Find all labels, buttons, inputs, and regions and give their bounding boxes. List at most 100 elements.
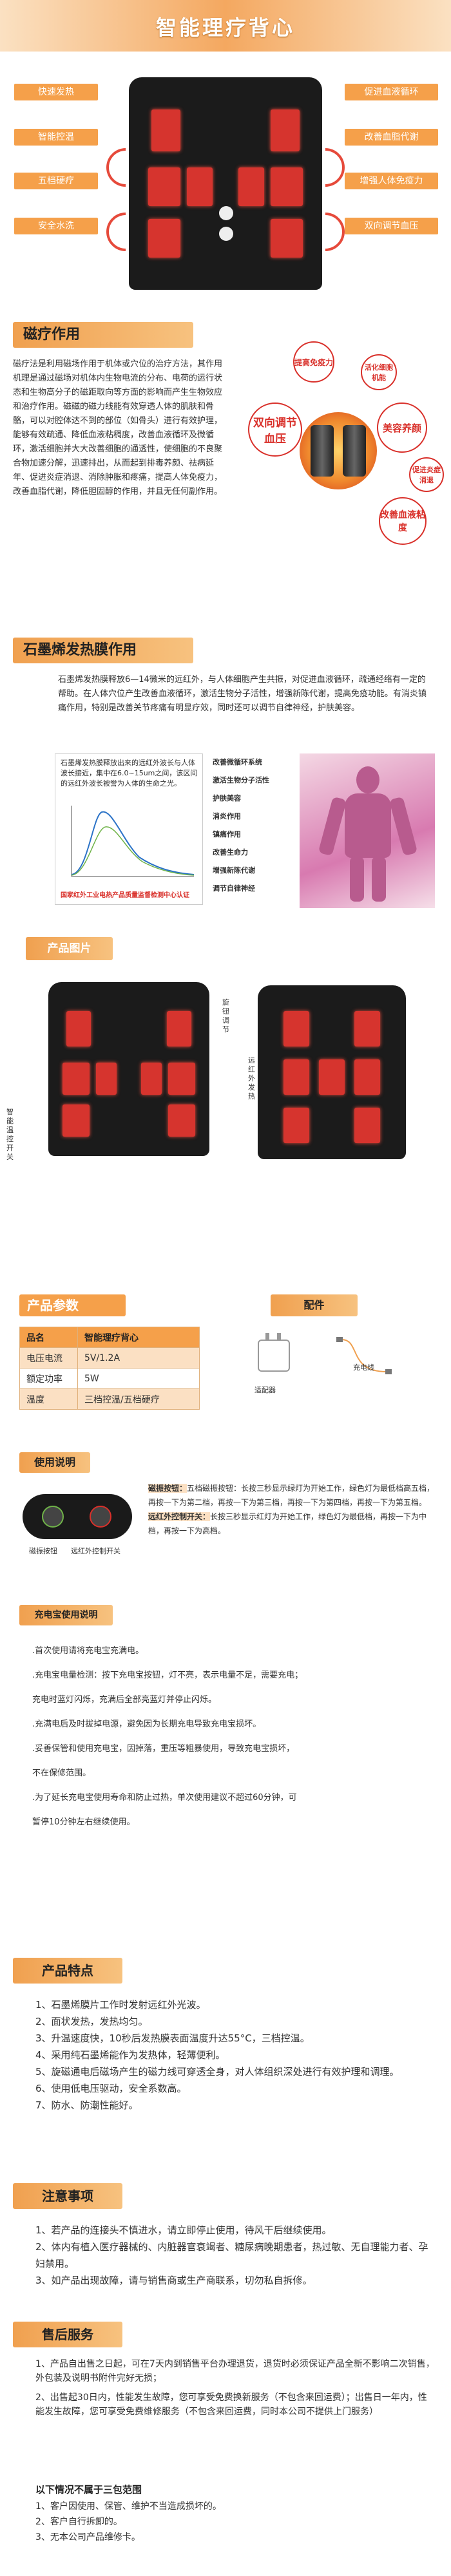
list-item: 1、石墨烯膜片工作时发射远红外光波。 — [35, 1999, 206, 2011]
list-item: .充满电后及时拔掉电源，避免因为长期充电导致充电宝损坏。 — [32, 1719, 262, 1729]
features-heading: 产品特点 — [13, 1958, 122, 1984]
heating-pad — [96, 1063, 117, 1095]
benefit-list: 改善微循环系统 激活生物分子活性 护肤美容 消炎作用 镇痛作用 改善生命力 增强… — [213, 757, 296, 905]
body-illustration — [300, 753, 435, 908]
list-item: 暂停10分钟左右继续使用。 — [32, 1817, 135, 1827]
list-item: 5、旋磁通电后磁场产生的磁力线可穿透全身，对人体组织深处进行有效护理和调理。 — [35, 2066, 399, 2078]
table-row: 额定功率 5W — [19, 1368, 200, 1389]
usage-text: 五档磁振按钮：长按三秒显示绿灯为开始工作，绿色灯为最低档高五档，再按一下为第二档… — [148, 1484, 435, 1507]
list-item: 不在保修范围。 — [32, 1768, 91, 1778]
exclusions-title: 以下情况不属于三包范围 — [35, 2484, 142, 2496]
list-item: 1、客户因使用、保管、维护不当造成损坏的。 — [35, 2501, 222, 2512]
usage-heading: 使用说明 — [19, 1452, 90, 1473]
body-leg — [350, 857, 364, 902]
heating-pad — [187, 167, 213, 206]
usage-label: 磁振按钮： — [148, 1484, 187, 1493]
list-item: 1、产品自出售之日起，可在7天内到销售平台办理退货，退货时必须保证产品全新不影响… — [35, 2359, 435, 2383]
product-front-image — [48, 982, 209, 1156]
product-label: 旋钮调节 — [222, 998, 229, 1034]
list-item: 3、无本公司产品维修卡。 — [35, 2532, 140, 2543]
list-item: .首次使用请将充电宝充满电。 — [32, 1646, 144, 1656]
benefit-circle: 改善血液粘度 — [379, 497, 427, 545]
notice-heading: 注意事项 — [13, 2183, 122, 2209]
notice-list: 1、若产品的连接头不慎进水，请立即停止使用，待风干后继续使用。 2、体内有植入医… — [35, 2222, 435, 2289]
list-item: 充电时蓝灯闪烁，充满后全部亮蓝灯并停止闪烁。 — [32, 1695, 217, 1705]
spec-table: 品名 智能理疗背心 电压电流 5V/1.2A 额定功率 5W 温度 三档控温/五… — [19, 1327, 200, 1410]
heating-pad — [271, 109, 300, 151]
hero-tag-right-2: 改善血脂代谢 — [345, 129, 438, 146]
page-header: 智能理疗背心 — [0, 0, 451, 52]
magnetic-button-icon — [42, 1506, 64, 1528]
cable-icon — [336, 1337, 392, 1374]
benefit-item: 消炎作用 — [213, 812, 241, 820]
remote-label: 远红外控制开关 — [71, 1547, 120, 1555]
product-back-image — [258, 985, 406, 1159]
body-arm — [389, 796, 418, 857]
cable-label: 充电线 — [353, 1363, 374, 1372]
list-item: 1、若产品的连接头不慎进水，请立即停止使用，待风干后继续使用。 — [35, 2224, 332, 2236]
magnet-heading: 磁疗作用 — [13, 322, 193, 348]
charging-instructions: .首次使用请将充电宝充满电。 .充电宝电量检测：按下充电宝按钮，灯不亮，表示电量… — [32, 1639, 432, 1835]
heating-pad — [283, 1108, 309, 1143]
list-item: 4、采用纯石墨烯能作为发热体，轻薄便利。 — [35, 2049, 225, 2061]
heating-pad — [238, 167, 264, 206]
list-item: 3、如产品出现故障，请与销售商或生产商联系，切勿私自拆修。 — [35, 2275, 312, 2286]
graphene-text: 石墨烯发热膜释放6—14微米的远红外，与人体细胞产生共振，对促进血液循环，疏通经… — [58, 675, 427, 713]
magnet-right-icon — [343, 425, 366, 477]
heating-pad — [319, 1059, 345, 1095]
spec-key: 品名 — [19, 1327, 78, 1348]
spec-value: 三档控温/五档硬疗 — [77, 1388, 200, 1410]
product-label: 智能温控开关 — [6, 1108, 14, 1161]
hero-tag-right-4: 双向调节血压 — [345, 218, 438, 234]
benefit-item: 激活生物分子活性 — [213, 776, 269, 784]
benefit-item: 镇痛作用 — [213, 830, 241, 838]
benefit-circle: 美容养颜 — [377, 402, 427, 453]
hero-vest-image — [129, 77, 322, 290]
list-item: 3、升温速度快，10秒后发热膜表面温度升达55°C，三档控温。 — [35, 2032, 310, 2044]
list-item: .为了延长充电宝使用寿命和防止过热，单次使用建议不超过60分钟，可 — [32, 1793, 297, 1803]
charging-heading: 充电宝使用说明 — [19, 1605, 113, 1625]
body-leg — [372, 857, 386, 902]
benefit-item: 调节自律神经 — [213, 884, 255, 893]
hero-section: 快速发热 智能控温 五档硬疗 安全水洗 促进血液循环 改善血脂代谢 增强人体免疫… — [0, 58, 451, 316]
adapter-icon — [258, 1333, 290, 1372]
control-button-icon — [219, 206, 233, 220]
usage-label: 远红外控制开关： — [148, 1512, 211, 1521]
params-heading: 产品参数 — [19, 1294, 126, 1316]
page-title: 智能理疗背心 — [155, 15, 295, 40]
heating-pad — [148, 167, 180, 206]
body-torso — [345, 793, 391, 858]
heating-pad — [148, 219, 180, 258]
accessories-heading: 配件 — [271, 1294, 358, 1316]
hero-tag-left-4: 安全水洗 — [14, 218, 98, 234]
magnet-text: 磁疗法是利用磁场作用于机体或穴位的治疗方法，其作用机理是通过磁场对机体内生物电流… — [13, 359, 223, 497]
adapter-label: 适配器 — [254, 1386, 276, 1394]
hero-tag-left-2: 智能控温 — [14, 129, 98, 146]
benefit-item: 改善微循环系统 — [213, 758, 262, 766]
remote-controller-image — [23, 1494, 132, 1539]
magnet-left-icon — [311, 425, 334, 477]
hero-tag-left-1: 快速发热 — [14, 84, 98, 100]
heating-pad — [168, 1063, 195, 1095]
spec-value: 5W — [77, 1368, 200, 1389]
benefit-item: 护肤美容 — [213, 794, 241, 802]
hero-tag-right-3: 增强人体免疫力 — [345, 173, 438, 189]
after-sales-list: 1、产品自出售之日起，可在7天内到销售平台办理退货，退货时必须保证产品全新不影响… — [35, 2357, 435, 2419]
infrared-button-icon — [90, 1506, 111, 1528]
chart-footer: 国家红外工业电热产品质量监督检测中心认证 — [61, 892, 189, 899]
hero-tag-left-3: 五档硬疗 — [14, 173, 98, 189]
benefit-circle: 活化细胞机能 — [361, 354, 397, 390]
infrared-chart-panel: 石墨烯发热膜释放出来的远红外波长与人体波长接近，集中在6.0~15um之间，该区… — [55, 753, 203, 905]
heating-pad — [271, 219, 303, 258]
spec-value: 5V/1.2A — [77, 1347, 200, 1368]
benefit-item: 改善生命力 — [213, 848, 248, 857]
heating-pad — [354, 1108, 380, 1143]
infrared-spectrum-chart — [71, 806, 195, 877]
table-row: 温度 三档控温/五档硬疗 — [19, 1388, 200, 1410]
body-arm — [318, 796, 347, 857]
heating-pad — [141, 1063, 162, 1095]
list-item: .妥善保管和使用充电宝，因掉落，重压等粗暴使用，导致充电宝损坏， — [32, 1744, 295, 1754]
body-head — [356, 766, 379, 793]
exclusions-list: 1、客户因使用、保管、维护不当造成损坏的。 2、客户自行拆卸的。 3、无本公司产… — [35, 2499, 435, 2545]
heating-pad — [167, 1011, 191, 1046]
